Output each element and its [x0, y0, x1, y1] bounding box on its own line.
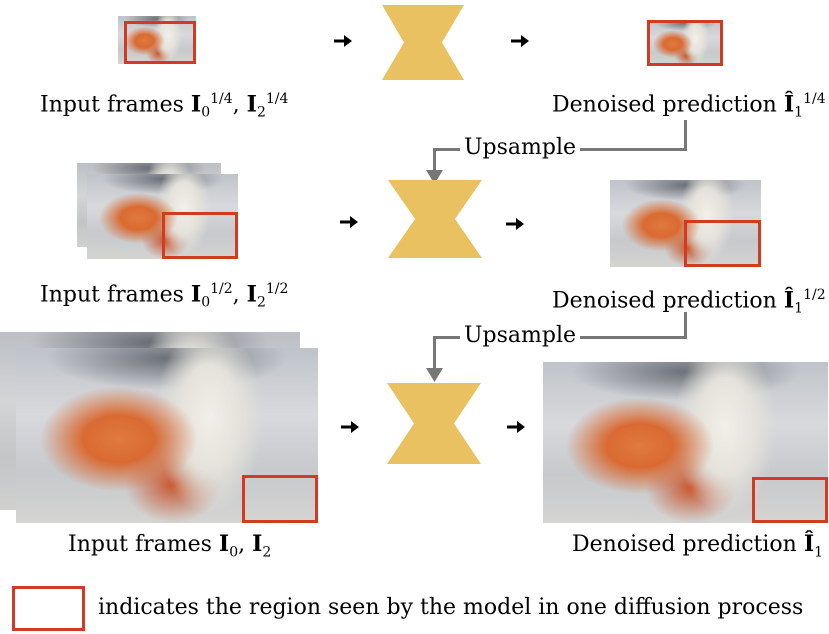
input-frame-full-res-front — [16, 348, 318, 523]
output-label-row2: Denoised prediction Î11/2 — [552, 287, 826, 317]
region-box-input-row1 — [124, 21, 196, 64]
right-arrow-icon — [334, 35, 352, 47]
region-box-input-row2 — [162, 212, 238, 259]
down-arrow-icon — [426, 170, 443, 184]
legend-region-box — [12, 586, 85, 631]
input-label-text: Input frames — [40, 92, 184, 118]
right-arrow-icon — [340, 216, 358, 228]
output-label-text: Denoised prediction — [572, 532, 797, 557]
input-label-row3: Input frames I0, I2 — [68, 531, 272, 561]
legend-text: indicates the region seen by the model i… — [98, 595, 804, 620]
bowtie-network-icon — [387, 383, 481, 464]
right-arrow-icon — [341, 421, 359, 433]
input-label-text: Input frames — [40, 282, 184, 308]
down-arrow-icon — [426, 368, 443, 382]
bowtie-network-icon — [382, 5, 464, 80]
output-frame-quarter-res — [647, 20, 723, 66]
output-label-row1: Denoised prediction Î11/4 — [552, 91, 826, 121]
bowtie-network-icon — [388, 180, 482, 258]
region-box-output-row2 — [684, 220, 761, 267]
right-arrow-icon — [507, 421, 525, 433]
region-box-output-row1 — [647, 20, 723, 66]
upsample-connector-vertical-right — [684, 120, 687, 150]
input-label-row2: Input frames I01/2, I21/2 — [40, 281, 289, 311]
right-arrow-icon — [506, 218, 524, 230]
input-label-row1: Input frames I01/4, I21/4 — [40, 91, 289, 121]
right-arrow-icon — [511, 35, 529, 47]
region-box-input-row3 — [242, 475, 318, 523]
input-label-text: Input frames — [68, 532, 212, 557]
upsample-connector-vertical-right — [684, 312, 687, 338]
upsample-connector-vertical-left — [433, 148, 436, 174]
upsample-connector-vertical-left — [433, 336, 436, 372]
upsample-label-2: Upsample — [460, 323, 581, 349]
input-frame-quarter-res — [118, 16, 196, 64]
output-label-text: Denoised prediction — [552, 288, 777, 314]
output-label-text: Denoised prediction — [552, 92, 777, 118]
output-frame-full-res — [543, 362, 828, 523]
region-box-output-row3 — [752, 477, 828, 523]
output-label-row3: Denoised prediction Î1 — [572, 531, 824, 561]
upsample-label-1: Upsample — [460, 135, 581, 161]
